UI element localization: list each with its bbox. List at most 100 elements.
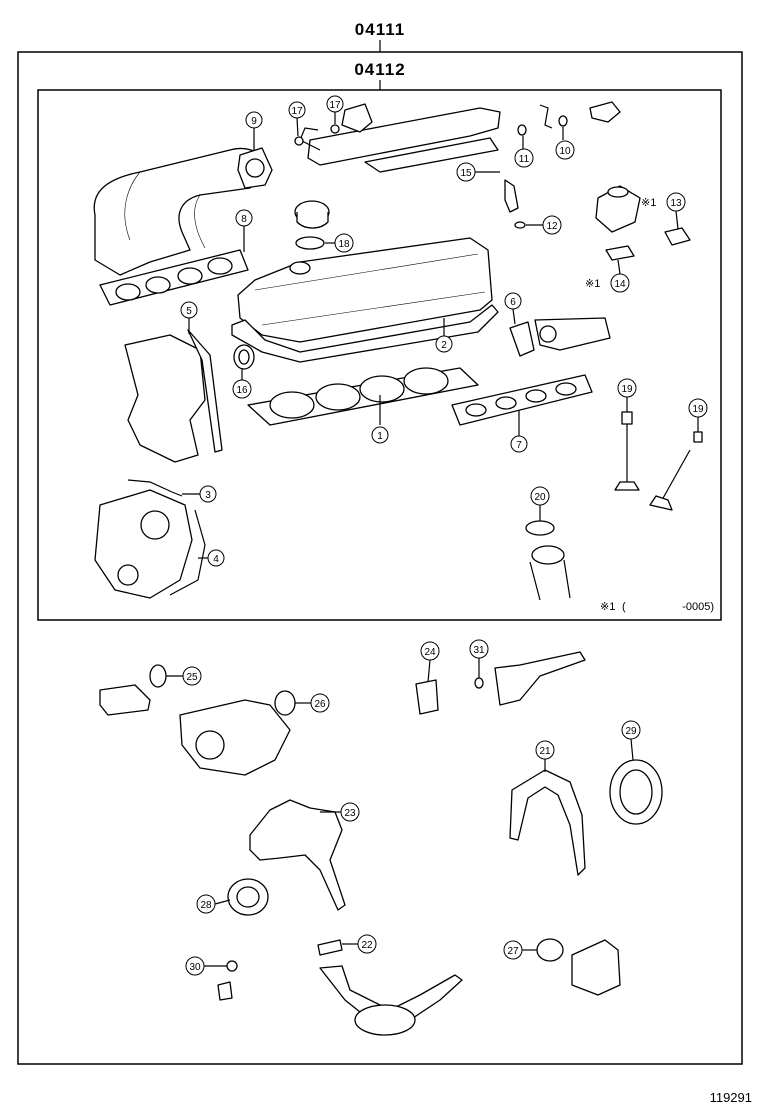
callout-17b: 17 bbox=[329, 100, 341, 111]
callout-17a-circle bbox=[288, 101, 306, 119]
callout-29: 29 bbox=[625, 726, 637, 737]
callout-3: 3 bbox=[205, 490, 211, 501]
water-inlet-drawing bbox=[525, 520, 571, 601]
exhaust-manifold-drawing bbox=[509, 317, 611, 357]
callout-10: 10 bbox=[559, 146, 571, 157]
water-pump-drawing bbox=[179, 690, 296, 776]
callout-8: 8 bbox=[241, 214, 247, 225]
water-outlet-drawing bbox=[99, 664, 167, 716]
callout-11-circle bbox=[514, 148, 534, 168]
callout-11: 11 bbox=[519, 154, 530, 165]
callout-4: 4 bbox=[213, 554, 219, 565]
callout-19a-circle bbox=[617, 378, 637, 398]
valve-intake-drawing bbox=[614, 411, 640, 491]
callout-23-circle bbox=[340, 802, 360, 822]
intake-manifold-drawing bbox=[93, 147, 263, 306]
callout-19b: 19 bbox=[692, 404, 704, 415]
callout-16: 16 bbox=[236, 385, 248, 396]
callout-2: 2 bbox=[441, 340, 447, 351]
callout-30-circle bbox=[185, 956, 205, 976]
callout-15: 15 bbox=[460, 168, 472, 179]
callout-31-circle bbox=[469, 639, 489, 659]
inner-note-open: ( bbox=[622, 601, 626, 613]
oil-filter-27-drawing bbox=[536, 938, 621, 996]
oil-strainer-drawing bbox=[317, 939, 463, 1036]
callout-1: 1 bbox=[377, 431, 383, 442]
outer-kit-frame bbox=[17, 51, 743, 1065]
callout-29-circle bbox=[621, 720, 641, 740]
callout-13: 13 bbox=[670, 198, 682, 209]
gasket-9-drawing bbox=[237, 147, 273, 189]
callout-2-circle bbox=[435, 335, 453, 353]
callout-15-circle bbox=[456, 162, 476, 182]
cylinder-head-cover-drawing bbox=[237, 237, 493, 343]
timing-cover-gasket-23-drawing bbox=[249, 799, 346, 911]
callout-14-mark: ※1 bbox=[585, 278, 600, 290]
callout-21: 21 bbox=[539, 746, 551, 757]
callout-6-circle bbox=[504, 292, 522, 310]
oil-filler-cap-drawing bbox=[294, 200, 330, 229]
callout-9-circle bbox=[245, 111, 263, 129]
timing-cover-gasket-5-drawing bbox=[187, 329, 223, 453]
timing-cover-lower-drawing bbox=[94, 479, 206, 599]
inner-kit-frame bbox=[37, 89, 722, 621]
callout-27: 27 bbox=[507, 946, 519, 957]
callout-27-circle bbox=[503, 940, 523, 960]
callout-20-circle bbox=[530, 486, 550, 506]
callout-7: 7 bbox=[516, 440, 522, 451]
o-ring-17b-drawing bbox=[330, 124, 340, 134]
oil-seal-16-drawing bbox=[233, 344, 255, 370]
callout-1-circle bbox=[371, 426, 389, 444]
exhaust-manifold-gasket-7-drawing bbox=[451, 374, 593, 426]
oil-seal-retainer-21-drawing bbox=[509, 769, 586, 876]
oil-seal-28-drawing bbox=[227, 878, 269, 916]
o-ring-17a-drawing bbox=[294, 136, 304, 146]
egr-valve-drawing bbox=[595, 185, 691, 261]
callout-25-circle bbox=[182, 666, 202, 686]
callout-12: 12 bbox=[546, 221, 558, 232]
filler-cap-gasket-18-drawing bbox=[295, 236, 325, 250]
pipe-31-drawing bbox=[474, 651, 586, 706]
figure-id: 119291 bbox=[710, 1090, 752, 1105]
oil-seal-29-drawing bbox=[609, 759, 663, 825]
callout-5-circle bbox=[180, 301, 198, 319]
callout-7-circle bbox=[510, 435, 528, 453]
callout-16-circle bbox=[232, 379, 252, 399]
callout-9: 9 bbox=[251, 116, 257, 127]
drain-plug-drawing bbox=[217, 960, 238, 1001]
callout-31: 31 bbox=[473, 645, 485, 656]
callout-10-circle bbox=[555, 140, 575, 160]
callout-17a: 17 bbox=[291, 106, 303, 117]
callout-14: 14 bbox=[614, 279, 626, 290]
callout-28-circle bbox=[196, 894, 216, 914]
callout-22: 22 bbox=[361, 940, 373, 951]
callout-5: 5 bbox=[186, 306, 192, 317]
callout-24: 24 bbox=[424, 647, 436, 658]
callout-28: 28 bbox=[200, 900, 212, 911]
head-cover-gasket-2-drawing bbox=[231, 304, 499, 363]
fuel-rail-drawing bbox=[299, 103, 501, 173]
callout-20: 20 bbox=[534, 492, 546, 503]
callout-21-circle bbox=[535, 740, 555, 760]
cylinder-head-gasket-1-drawing bbox=[247, 367, 479, 426]
callout-19b-circle bbox=[688, 398, 708, 418]
callout-25: 25 bbox=[186, 672, 198, 683]
callout-26-circle bbox=[310, 693, 330, 713]
callout-3-circle bbox=[199, 485, 217, 503]
kit-code-inner: 04112 bbox=[354, 60, 405, 79]
callout-18-circle bbox=[334, 233, 354, 253]
callout-24-circle bbox=[420, 641, 440, 661]
callout-19a: 19 bbox=[621, 384, 633, 395]
timing-cover-5-drawing bbox=[124, 334, 206, 463]
callout-6: 6 bbox=[510, 297, 516, 308]
callout-23: 23 bbox=[344, 808, 356, 819]
callout-4-circle bbox=[207, 549, 225, 567]
callout-22-circle bbox=[357, 934, 377, 954]
upper-right-small-parts-drawing bbox=[504, 101, 621, 229]
callout-8-circle bbox=[235, 209, 253, 227]
valve-exhaust-drawing bbox=[649, 431, 703, 511]
inner-note-mark: ※1 bbox=[600, 601, 615, 613]
callout-30: 30 bbox=[189, 962, 201, 973]
callout-12-circle bbox=[542, 215, 562, 235]
